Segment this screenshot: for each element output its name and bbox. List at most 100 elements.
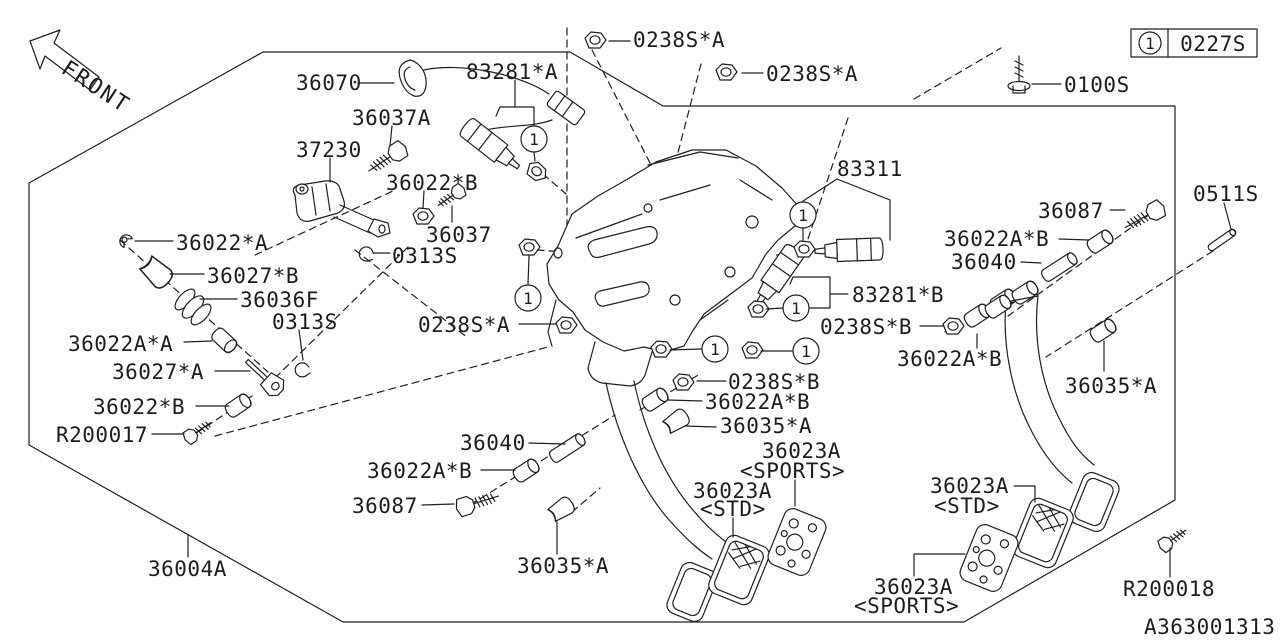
leader-lines [134,40,1232,578]
clutch-switch-icon [814,237,884,263]
diagram-number: A363001313 [1144,615,1275,639]
part-label-0238s-b-right: 0238S*B [820,315,912,339]
part-label-36037: 36037 [426,223,492,247]
part-label-0238s-a-2: 0238S*A [766,62,858,86]
callout-number: 1 [791,299,801,318]
part-label-36027-b: 36027*B [207,264,299,288]
part-label-36070: 36070 [296,71,362,95]
harness-clip-drawing [398,59,586,133]
small-bolt-icon [180,416,216,447]
operating-rod-icon [239,352,289,401]
part-label-36023a-sports-center: 36023A [762,439,841,463]
part-label-36022-a: 36022*A [176,231,268,255]
callout-1: 1 [782,294,810,322]
part-label-36023a-std-center: 36023A [693,479,772,503]
part-label-37230: 37230 [296,138,362,162]
callout-number: 1 [523,289,533,308]
part-label-0238s-a-left: 0238S*A [418,313,510,337]
part-label-83281-b: 83281*B [852,283,944,307]
legend-callout-circle [1138,31,1162,55]
part-labels: 0238S*A 0238S*A 0100S 36070 83281*A 3603… [56,28,1275,639]
part-label-0100s: 0100S [1064,73,1130,97]
part-label-36035-a-right: 36035*A [1065,374,1157,398]
pad-sports-right [956,521,1022,595]
small-bolt-icon [1155,523,1191,555]
spacer-bushing-icon [209,325,240,356]
part-label-36035-a-bottom: 36035*A [517,554,609,578]
part-label-36022a-a: 36022A*A [68,332,173,356]
stop-lamp-switch-a-icon [457,116,526,177]
bushing-icon [639,385,671,414]
legend-code: 0227S [1180,32,1246,56]
pad-sports-center [764,505,830,579]
bushing-icon [1084,227,1116,256]
spacer-icon [1039,250,1080,284]
part-label-r200017: R200017 [56,423,148,447]
pedal-bracket-drawing [546,149,801,387]
part-label-83311: 83311 [837,157,903,181]
snap-ring-icon [116,231,134,249]
part-label-36022-b-upper: 36022*B [386,171,478,195]
part-label-36023a-std-right: 36023A [930,474,1009,498]
flange-nut-icon [584,31,607,49]
stopper-icon [661,406,693,436]
callout-number: 1 [798,206,808,225]
callout-number: 1 [801,342,811,361]
spacer-icon [547,431,588,465]
brake-pedal-drawing [605,380,727,625]
pad-std-right [1009,495,1077,571]
callout-1: 1 [514,284,542,312]
switch-nut-icon [523,158,551,185]
part-label-36087-right: 36087 [1038,199,1104,223]
part-label-36022a-b-right-upper: 36022A*B [944,227,1049,251]
front-direction-indicator: FRONT [29,29,135,119]
stopper-bushing-icon [1087,316,1119,345]
stopper-icon [546,494,578,524]
part-label-36036f: 36036F [240,288,319,312]
flange-nut-icon [715,63,738,81]
clip-pin-icon [294,362,311,378]
pedal-stopper-icon [137,253,177,292]
flange-nut-icon [672,373,695,391]
stopper-nut-icon [412,207,435,225]
part-label-std-tag-center: <STD> [700,497,766,521]
part-label-36023a-sports-right: 36023A [874,575,953,599]
callout-circles: 1 1 1 1 1 1 [514,125,820,365]
part-label-36040-bottom: 36040 [460,431,526,455]
part-label-sports-tag-center: <SPORTS> [740,459,845,483]
front-label: FRONT [57,56,135,118]
part-label-36027-a: 36027*A [112,360,204,384]
small-parts [116,31,1237,555]
bushing-icon [510,456,542,485]
part-label-36022-b-lower: 36022*B [93,395,185,419]
part-label-36004a: 36004A [148,557,227,581]
part-label-0313s-lower: 0313S [272,310,338,334]
screw-icon [1007,55,1031,94]
part-label-0313s-upper: 0313S [392,244,458,268]
clutch-pedal-drawing [987,278,1123,535]
clutch-pedal-pad [1065,469,1123,535]
part-label-36022a-b-right-under: 36022A*B [897,347,1002,371]
part-label-0238s-b-bottom: 0238S*B [728,370,820,394]
pad-std-center [705,532,773,608]
callout-1: 1 [792,337,820,365]
flange-nut-icon [741,341,764,359]
part-label-83281-a: 83281*A [466,60,558,84]
pivot-bolt-icon [453,486,502,519]
flange-nut-icon [518,238,541,256]
part-label-0511s: 0511S [1193,182,1259,206]
flange-nut-icon [793,240,816,258]
callout-number: 1 [710,340,720,359]
part-label-36035-a-center: 36035*A [720,414,812,438]
part-label-sports-tag-right: <SPORTS> [854,594,959,618]
diagram-boundary [28,51,1176,623]
callout-number: 1 [529,130,539,149]
part-label-36087-bottom: 36087 [352,494,418,518]
legend-box: 1 0227S [1130,28,1258,58]
part-label-r200018: R200018 [1123,577,1215,601]
part-label-std-tag-right: <STD> [934,494,1000,518]
callout-1: 1 [789,201,817,229]
pushrod-assembly-drawing [292,180,391,238]
part-label-36022a-b-bottom: 36022A*B [367,459,472,483]
